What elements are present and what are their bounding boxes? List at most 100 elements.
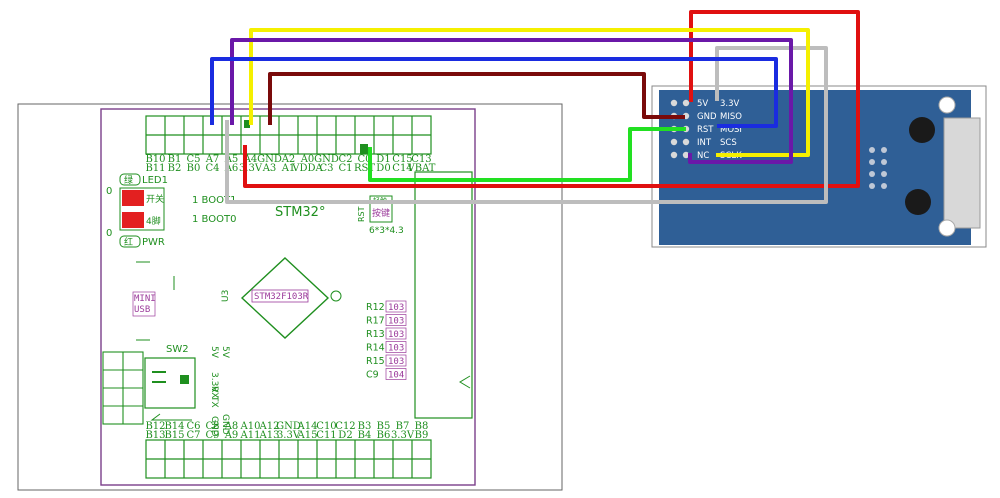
pin-label: VDDA (291, 163, 323, 174)
pin-label: B6 (377, 430, 391, 441)
pin-label: A3 (262, 163, 277, 174)
pin-label: C13 (411, 154, 431, 165)
board-name: STM32° (275, 205, 325, 220)
header-hole-marks (244, 120, 368, 154)
wire-darkred (268, 72, 685, 125)
passive-ref: R15 (366, 356, 385, 367)
passive-value: 103 (388, 344, 404, 354)
pin-label: A15 (297, 430, 318, 441)
key-size: 6*3*4.3 (369, 226, 404, 236)
wire-gray (225, 46, 828, 204)
pin-label: A2 (281, 154, 296, 165)
module-pin-label-right: SCS (720, 138, 737, 148)
module-pin-label-left: INT (697, 138, 712, 148)
power-pin-label: RX (209, 386, 219, 398)
power-pin-label: GND (209, 416, 219, 437)
pin-label: GND (314, 154, 339, 165)
pin-label: A8 (224, 421, 239, 432)
mini-usb-a: MINI (134, 294, 156, 304)
pin-label: D0 (376, 163, 390, 174)
wire-red (243, 10, 860, 188)
pin-label: 3.3V (277, 430, 301, 441)
sw2-knob (180, 375, 189, 384)
led1-tag (119, 173, 141, 186)
sw2-arrow (150, 413, 192, 421)
pin-label: VBAT (407, 163, 436, 174)
module-mount-hole-b (938, 219, 956, 237)
module-pin-pad (682, 138, 690, 146)
bottom-header (145, 439, 432, 479)
pin-label: C3 (319, 163, 333, 174)
pin-label: B2 (168, 163, 182, 174)
rj45-jack (943, 117, 981, 229)
pin-label: C5 (186, 154, 200, 165)
led1-label: LED1 (142, 175, 168, 186)
key-label: 按键 (372, 207, 390, 219)
led1-color: 绿 (124, 174, 133, 186)
boot1-label: 1 BOOT1 (192, 195, 236, 206)
pin-label: B13 (145, 430, 165, 441)
pwr-label: PWR (142, 237, 165, 248)
module-pin-pad (670, 138, 678, 146)
pin-label: GND (276, 421, 301, 432)
board-image-frame (17, 103, 563, 491)
pin-label: B7 (396, 421, 410, 432)
passive-value: 104 (388, 371, 404, 381)
u3-label: U3 (221, 290, 231, 302)
pin-label: B14 (164, 421, 184, 432)
passive-ref: R12 (366, 302, 385, 313)
passive-ref: R13 (366, 329, 385, 340)
ethernet-module-pcb (659, 90, 971, 245)
boot0-label: 1 BOOT0 (192, 214, 236, 225)
crystal-a (909, 117, 935, 143)
pin-label: B5 (377, 421, 391, 432)
passive-value: 103 (388, 357, 404, 367)
pin-label: C10 (316, 421, 336, 432)
power-pin-label: 3.3V (209, 372, 219, 393)
boot-zero-b: 0 (106, 228, 112, 239)
pin-label: B9 (415, 430, 429, 441)
crystal-b (905, 189, 931, 215)
pin-label: A10 (240, 421, 261, 432)
pin-label: A0 (300, 154, 315, 165)
pin-label: B4 (358, 430, 372, 441)
mcu-chip-label: STM32F103R (254, 292, 309, 302)
pin-label: C15 (392, 154, 412, 165)
module-pin-label-right: MISO (720, 112, 742, 122)
pin-label: C0 (357, 154, 371, 165)
pin-label: A12 (259, 421, 280, 432)
switch-label-a: 开关 (146, 193, 164, 205)
pin-label: C2 (338, 154, 352, 165)
pin-label: C4 (205, 163, 219, 174)
module-pin-label-right: 3.3V (720, 99, 740, 109)
smd-grid (102, 351, 144, 425)
switch-label-b: 4脚 (146, 216, 161, 227)
mcu-chip (240, 257, 330, 339)
mount-hole (330, 290, 342, 302)
pin-label: B15 (164, 430, 184, 441)
passive-value: 103 (388, 303, 404, 313)
passive-ref: C9 (366, 370, 379, 381)
pin-label: D2 (338, 430, 352, 441)
pin-label: A4 (243, 154, 258, 165)
pin-label: A9 (224, 430, 239, 441)
module-pin-label-right: MOSI (720, 125, 742, 135)
boot-switch-bottom (122, 212, 144, 228)
power-pin-label: GND (220, 414, 230, 435)
module-pin-label-left: GND (697, 112, 717, 122)
battery-arrow (459, 375, 471, 389)
passive-body (385, 327, 407, 340)
wire-yellow (249, 28, 810, 157)
top-header (145, 115, 432, 155)
pin-label: B12 (145, 421, 165, 432)
pin-label: C7 (186, 430, 200, 441)
pin-label: 3.3V (391, 430, 415, 441)
pin-label: B10 (145, 154, 165, 165)
module-pin-pad (670, 99, 678, 107)
battery-holder (414, 171, 473, 419)
mini-usb (132, 291, 156, 317)
